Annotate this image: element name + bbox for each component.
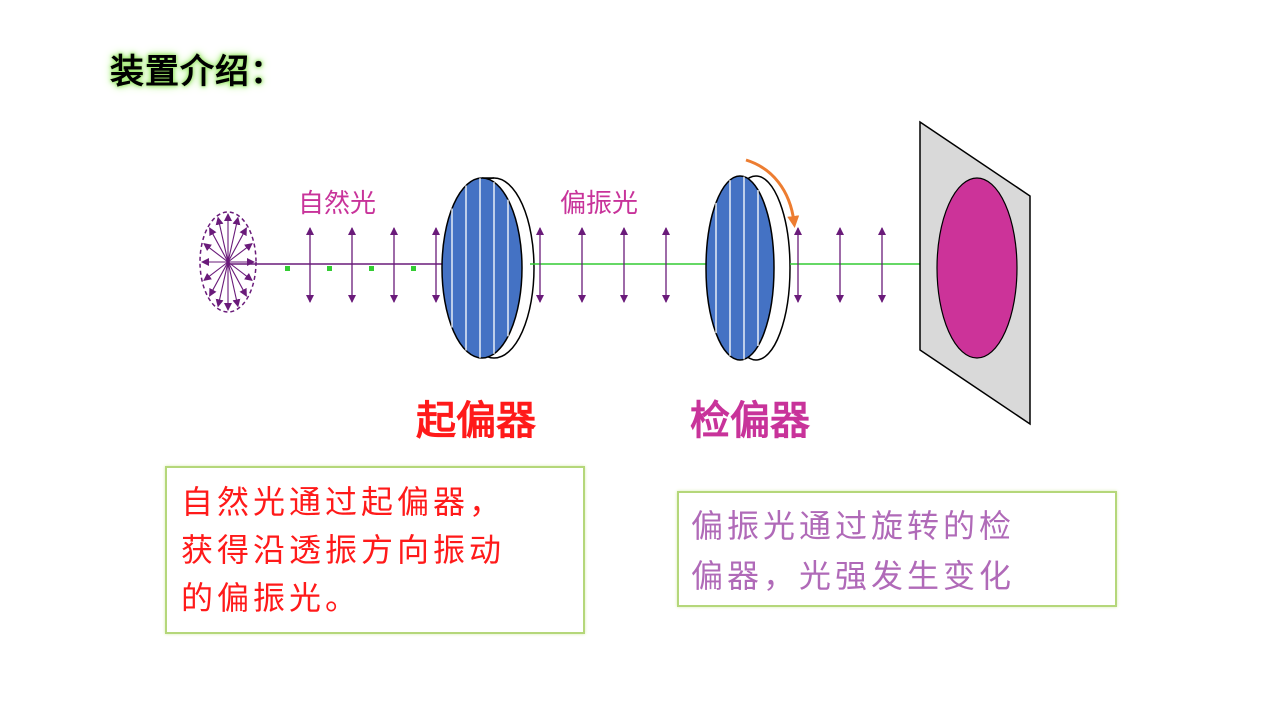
page-title: 装置介绍： — [110, 52, 285, 92]
output-light-vectors — [794, 227, 928, 303]
polarizer-label: 起偏器 — [416, 398, 536, 444]
source-vector — [227, 261, 253, 281]
analyzer-note: 偏振光通过旋转的检 偏器，光强发生变化 — [677, 491, 1117, 607]
source-vector — [215, 216, 229, 263]
source-vector — [227, 261, 241, 308]
polarizer-lens — [441, 177, 535, 359]
source-vector — [227, 216, 241, 263]
rotation-arrow — [745, 158, 800, 228]
natural-light-vectors — [306, 227, 440, 303]
analyzer-note-line-1: 偏振光通过旋转的检 — [691, 507, 1016, 545]
source-vector — [209, 227, 229, 263]
polarizer-note: 自然光通过起偏器， 获得沿透振方向振动 的偏振光。 — [165, 466, 585, 634]
source-vector — [209, 261, 229, 297]
natural-light-source — [199, 211, 257, 313]
analyzer-lens — [705, 175, 791, 361]
natural-light-dots — [285, 266, 416, 271]
analyzer-note-line-2: 偏器，光强发生变化 — [691, 557, 1016, 595]
source-vector — [227, 261, 247, 297]
source-vector — [215, 261, 229, 308]
polarizer-note-line-1: 自然光通过起偏器， — [181, 483, 506, 521]
analyzer-label: 检偏器 — [690, 398, 810, 444]
light-spot — [936, 177, 1018, 359]
polarizer-note-line-2: 获得沿透振方向振动 — [181, 531, 506, 569]
source-vector — [227, 227, 247, 263]
source-vector — [203, 243, 229, 263]
natural-light-label: 自然光 — [298, 189, 377, 219]
source-ellipse — [199, 211, 257, 313]
polarized-light-label: 偏振光 — [560, 189, 639, 219]
source-vector — [203, 261, 229, 281]
screen — [919, 120, 1031, 426]
source-vector — [227, 243, 253, 263]
polarized-light-vectors — [536, 227, 670, 303]
polarizer-note-line-3: 的偏振光。 — [181, 579, 362, 617]
